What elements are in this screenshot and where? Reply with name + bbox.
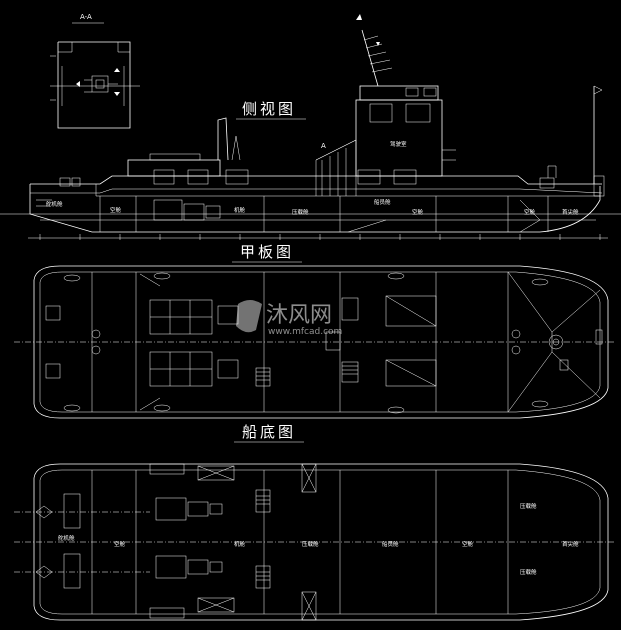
bottom-label-steering: 舵机舱 [58,534,75,542]
section-title: A-A [80,13,92,21]
bottom-compartment-labels: 舵机舱 空舱 机舱 压载舱 船员舱 空舱 首尖舱 压载舱 压载舱 [58,502,579,576]
bottom-label-engine: 机舱 [234,540,246,548]
wheelhouse-label: 驾驶室 [390,140,407,148]
deck-bollards [63,272,603,414]
side-view: 侧视图 A 驾驶室 [0,14,621,240]
bottom-plan: 船底图 [14,423,614,621]
deck-plan-title: 甲板图 [240,243,294,261]
bottom-label-ballast: 压载舱 [302,540,319,548]
side-label-forepeak: 首尖舱 [562,208,579,216]
side-bulkheads [99,196,549,232]
side-label-steering: 舵机舱 [46,200,63,208]
engines-plan [155,497,223,579]
watermark: 沐风网 www.mfcad.com [236,300,342,337]
side-compartment-labels: 舵机舱 空舱 机舱 压载舱 船员舱 空舱 空舱 首尖舱 [46,198,579,216]
bottom-label-forepeak: 首尖舱 [562,540,579,548]
watermark-url: www.mfcad.com [268,327,342,337]
bottom-plan-title: 船底图 [242,423,296,441]
watermark-logo-icon [236,300,262,333]
watermark-brand: 沐风网 [266,303,332,328]
bottom-label-ballast-lower: 压载舱 [520,568,537,576]
side-label-ballast: 压载舱 [292,208,309,216]
section-a-a: A-A [50,13,140,129]
side-label-crew: 船员舱 [374,198,391,206]
side-label-engine: 机舱 [234,206,246,214]
side-view-title: 侧视图 [242,100,296,118]
side-label-void-2: 空舱 [412,208,424,216]
bottom-label-ballast-upper: 压载舱 [520,502,537,510]
svg-text:A: A [321,142,326,150]
side-label-void-3: 空舱 [524,208,536,216]
bottom-label-crew: 船员舱 [382,540,399,548]
side-label-void-1: 空舱 [110,206,122,214]
deck-plan: 甲板图 [14,243,614,419]
bottom-label-void-2: 空舱 [462,540,474,548]
bottom-label-void-1: 空舱 [114,540,126,548]
